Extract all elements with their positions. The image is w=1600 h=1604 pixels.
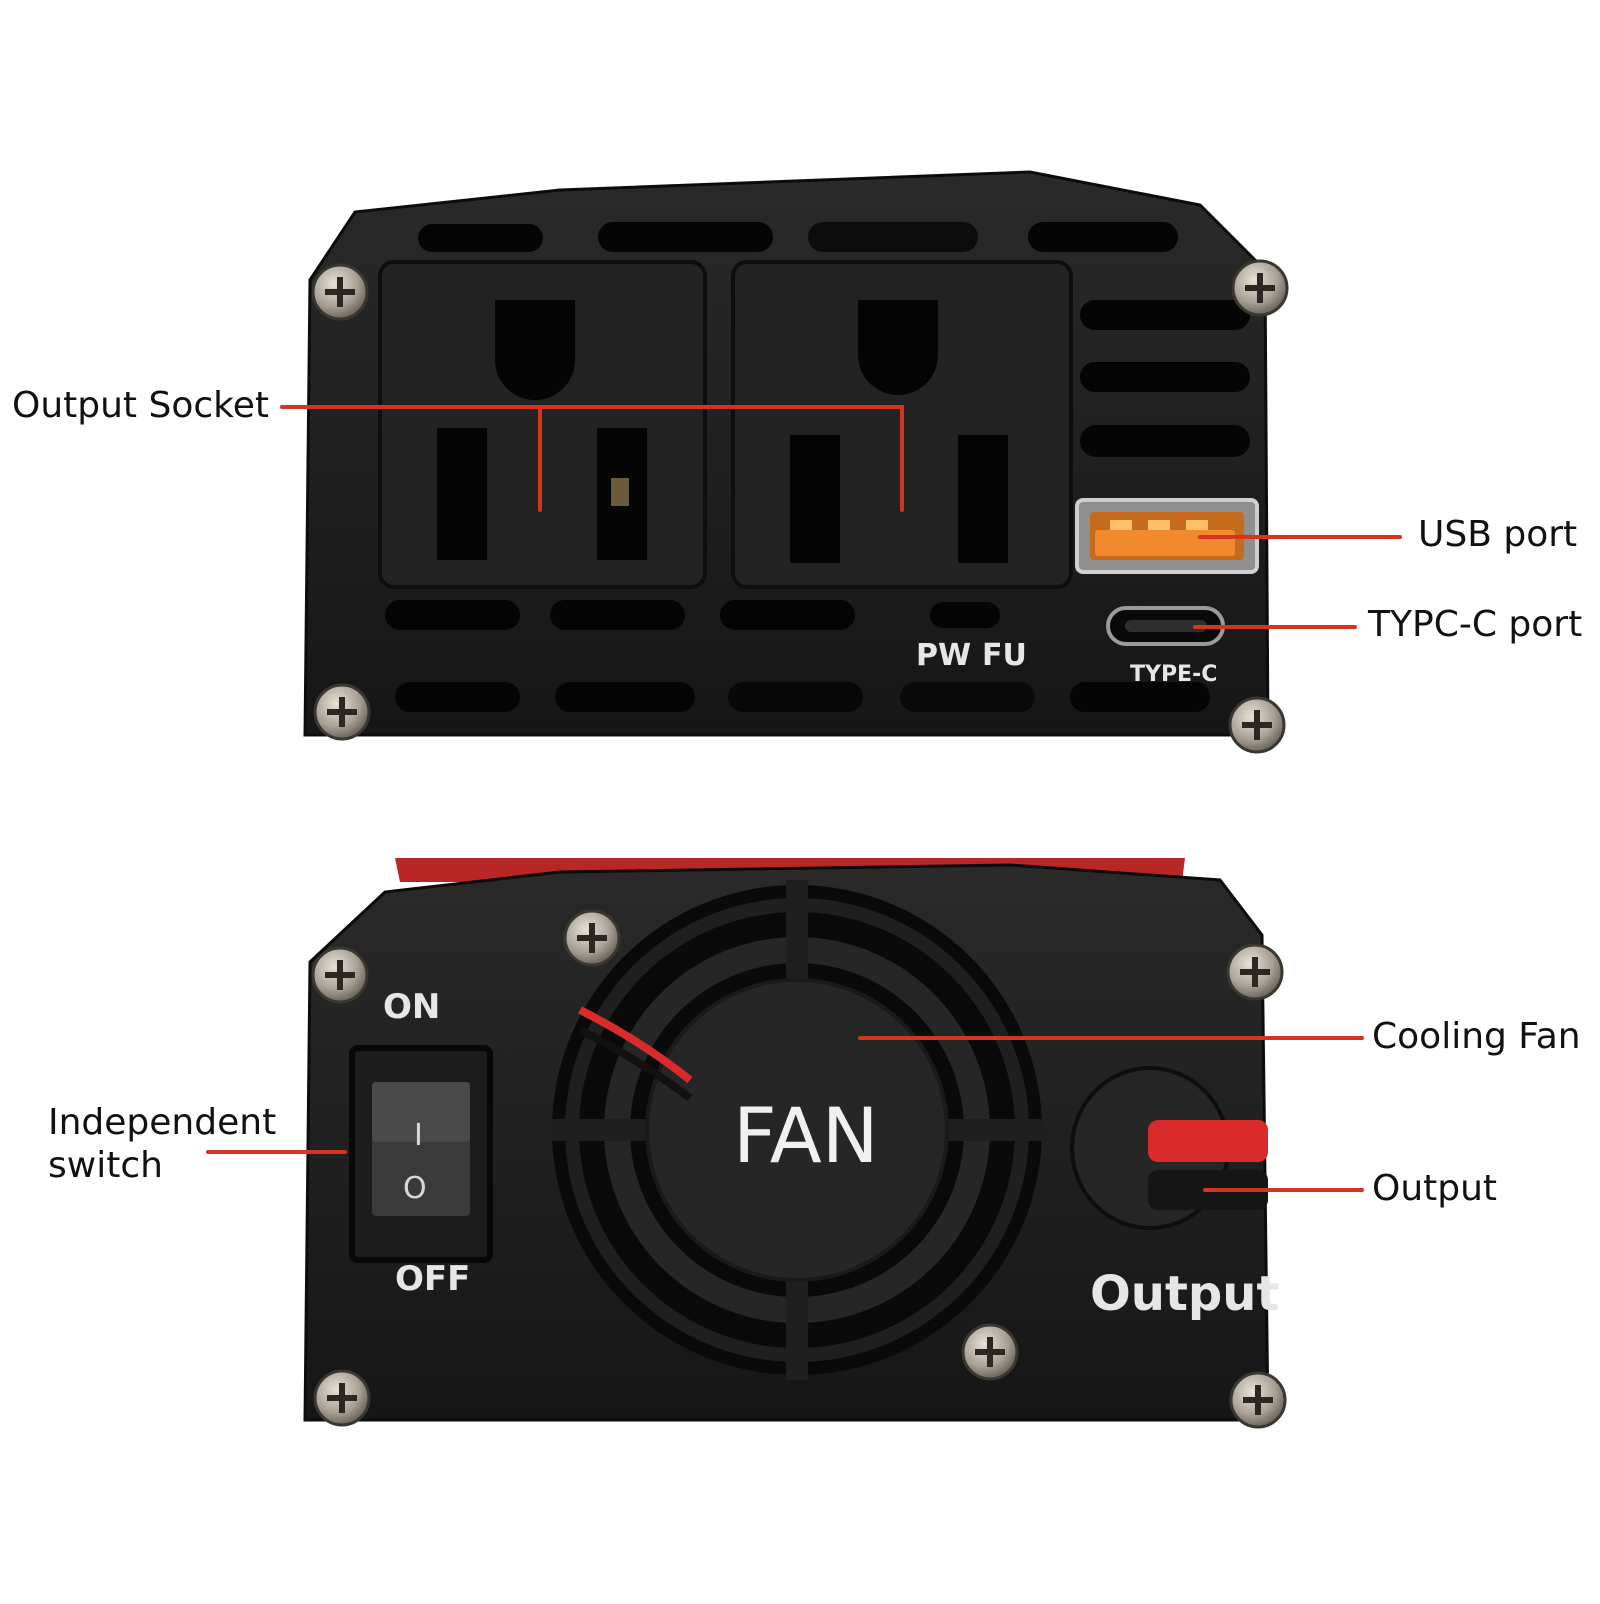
callout-cooling-fan: Cooling Fan <box>1372 1016 1581 1057</box>
screw-icon <box>961 1323 1019 1381</box>
callout-typec-port: TYPC-C port <box>1368 604 1583 645</box>
ac-outlet-left[interactable] <box>378 260 707 589</box>
front-bottom-vents <box>385 600 1210 712</box>
screw-icon <box>1231 259 1289 317</box>
output-label: Output <box>1090 1266 1279 1322</box>
callout-independent-switch-line1: Independent <box>48 1102 277 1143</box>
typec-label: TYPE-C <box>1130 662 1217 687</box>
screw-icon <box>311 263 369 321</box>
fu-label: FU <box>982 638 1027 673</box>
screw-icon <box>311 946 369 1004</box>
switch-off-mark: O <box>403 1171 427 1206</box>
callout-independent-switch-line2: switch <box>48 1145 163 1186</box>
rocker-switch-icon[interactable]: I O <box>349 1045 493 1263</box>
front-panel: PW FU TYPE-C <box>303 170 1289 754</box>
pw-label: PW <box>916 638 971 673</box>
off-label: OFF <box>395 1259 470 1299</box>
front-top-vents <box>418 222 1178 252</box>
fan-icon: FAN <box>550 880 1045 1380</box>
screw-icon <box>1228 696 1286 754</box>
front-right-vents <box>1080 300 1250 457</box>
switch-on-mark: I <box>414 1118 423 1153</box>
callout-usb-port: USB port <box>1418 514 1578 555</box>
callout-output: Output <box>1372 1168 1498 1209</box>
screw-icon <box>1229 1371 1287 1429</box>
on-label: ON <box>383 987 440 1027</box>
screw-icon <box>313 1369 371 1427</box>
rear-panel: I O ON OFF FAN Output <box>303 858 1287 1429</box>
screw-icon <box>1226 943 1284 1001</box>
fan-label: FAN <box>733 1091 879 1180</box>
screw-icon <box>313 683 371 741</box>
output-cable <box>1070 1066 1268 1230</box>
callout-output-socket: Output Socket <box>12 385 269 426</box>
screw-icon <box>563 909 621 967</box>
leader-lines <box>206 405 1402 1192</box>
